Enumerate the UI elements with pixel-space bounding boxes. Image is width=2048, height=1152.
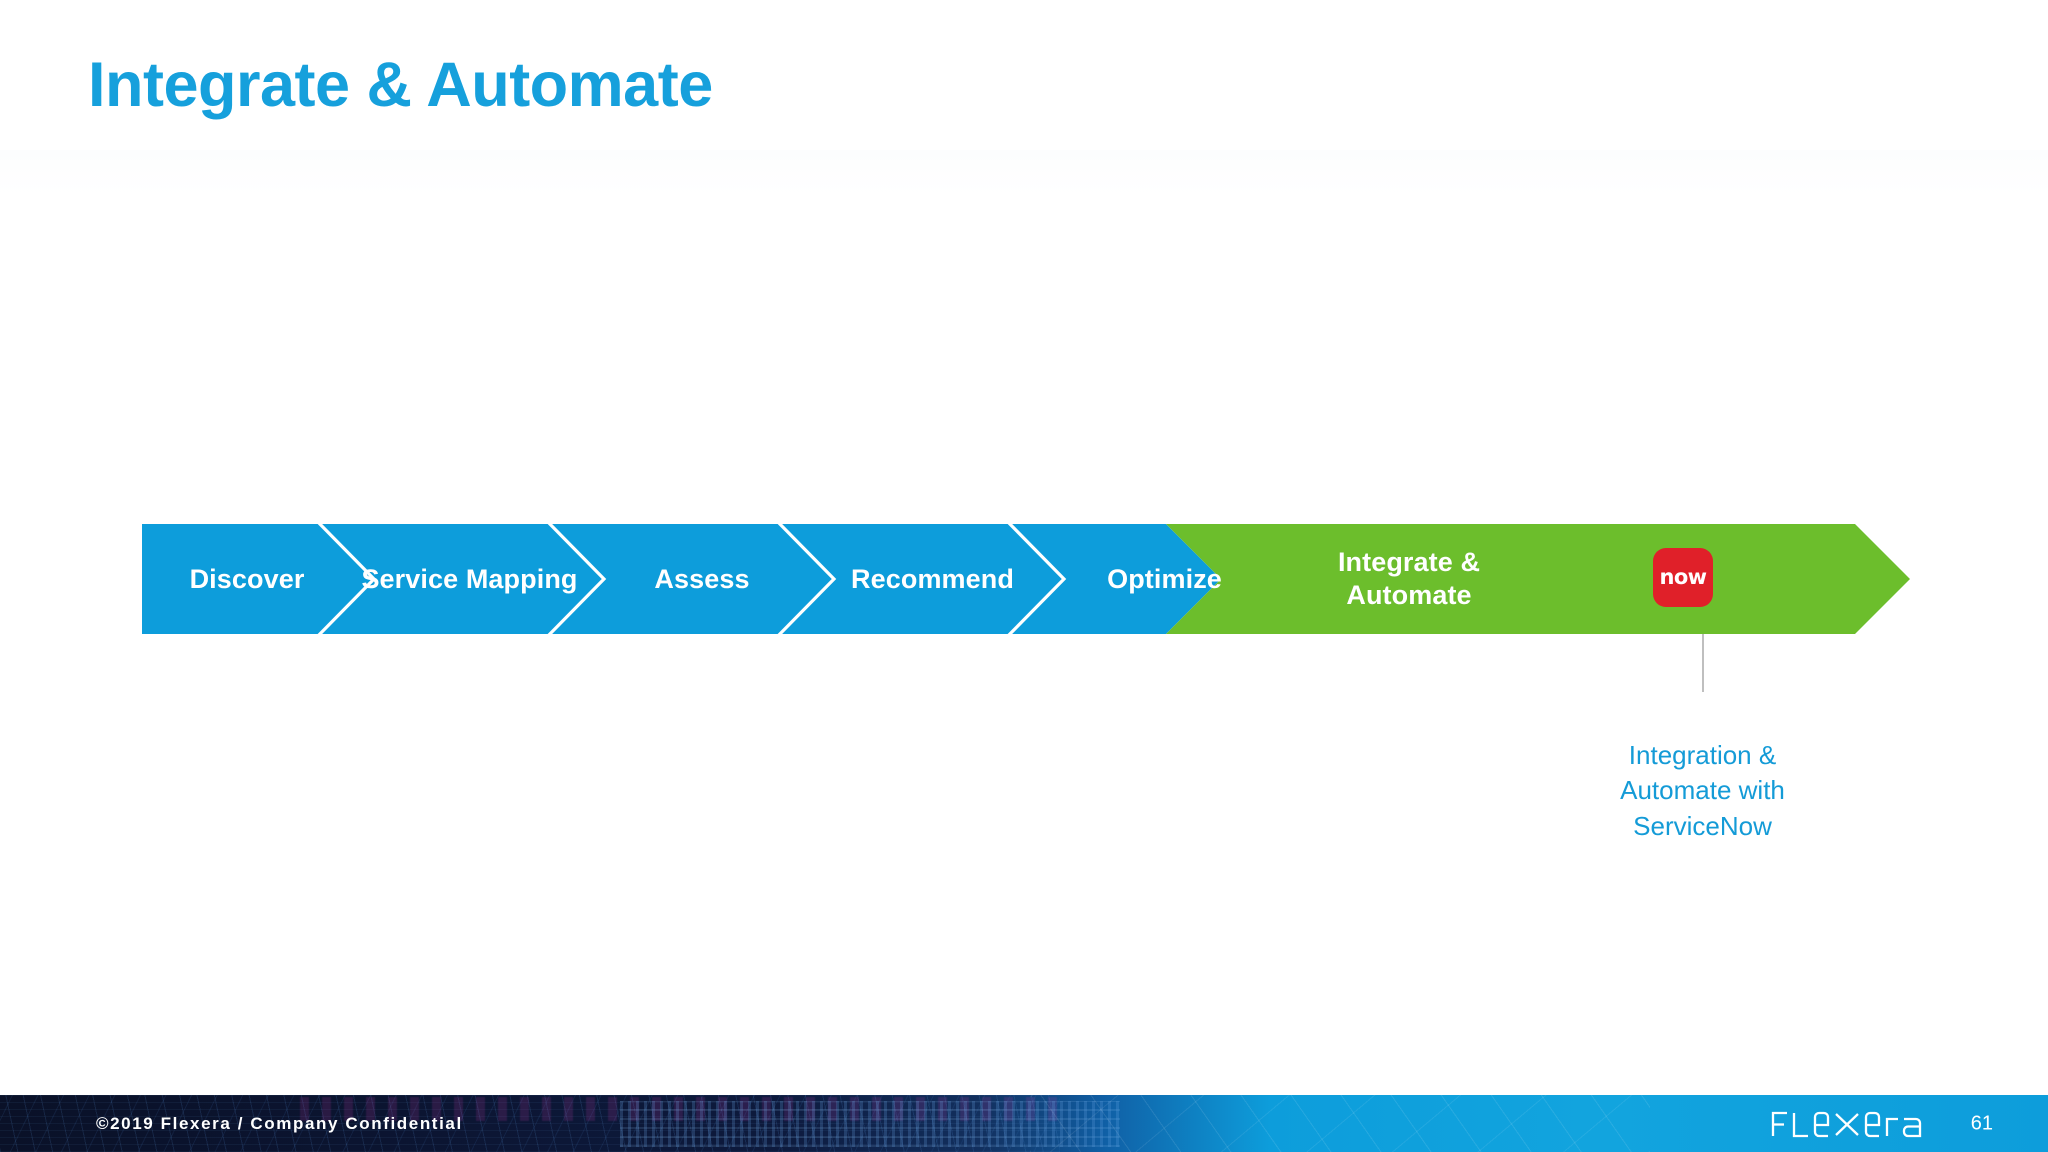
process-chevron-bar: Discover Service Mapping Assess Recommen… bbox=[142, 515, 1910, 643]
callout-caption-line1: Integration & bbox=[1628, 740, 1777, 770]
separator-1 bbox=[311, 515, 377, 643]
callout-connector-line bbox=[1702, 634, 1704, 692]
page-number: 61 bbox=[1970, 1112, 1993, 1134]
servicenow-logo-text: now bbox=[1659, 565, 1708, 589]
separator-4 bbox=[1001, 515, 1067, 643]
servicenow-logo-icon[interactable]: now bbox=[1653, 548, 1713, 607]
footer-texture-nodes bbox=[1030, 1095, 1650, 1152]
process-separators bbox=[311, 515, 1067, 643]
page-title: Integrate & Automate bbox=[88, 50, 713, 120]
separator-3 bbox=[771, 515, 837, 643]
title-underpanel bbox=[0, 150, 2048, 196]
process-chevron-graphic bbox=[142, 515, 1910, 643]
footer-texture-datagrid bbox=[620, 1101, 1120, 1147]
process-green-segment[interactable] bbox=[1166, 524, 1910, 634]
flexera-logo bbox=[1771, 1111, 1922, 1137]
footer-texture-network bbox=[0, 1095, 1060, 1152]
slide-footer: ©2019 Flexera / Company Confidential bbox=[0, 1095, 2048, 1152]
footer-texture-magenta-streak bbox=[300, 1097, 1060, 1121]
separator-2 bbox=[541, 515, 607, 643]
footer-copyright: ©2019 Flexera / Company Confidential bbox=[96, 1113, 463, 1133]
process-blue-body bbox=[142, 524, 1221, 634]
servicenow-logo-notch bbox=[1682, 549, 1684, 555]
footer-background bbox=[0, 1095, 2048, 1152]
callout-caption: Integration & Automate with ServiceNow bbox=[1595, 738, 1810, 844]
callout-caption-line2: Automate with bbox=[1620, 775, 1785, 806]
callout-caption-line3: ServiceNow bbox=[1633, 810, 1772, 841]
